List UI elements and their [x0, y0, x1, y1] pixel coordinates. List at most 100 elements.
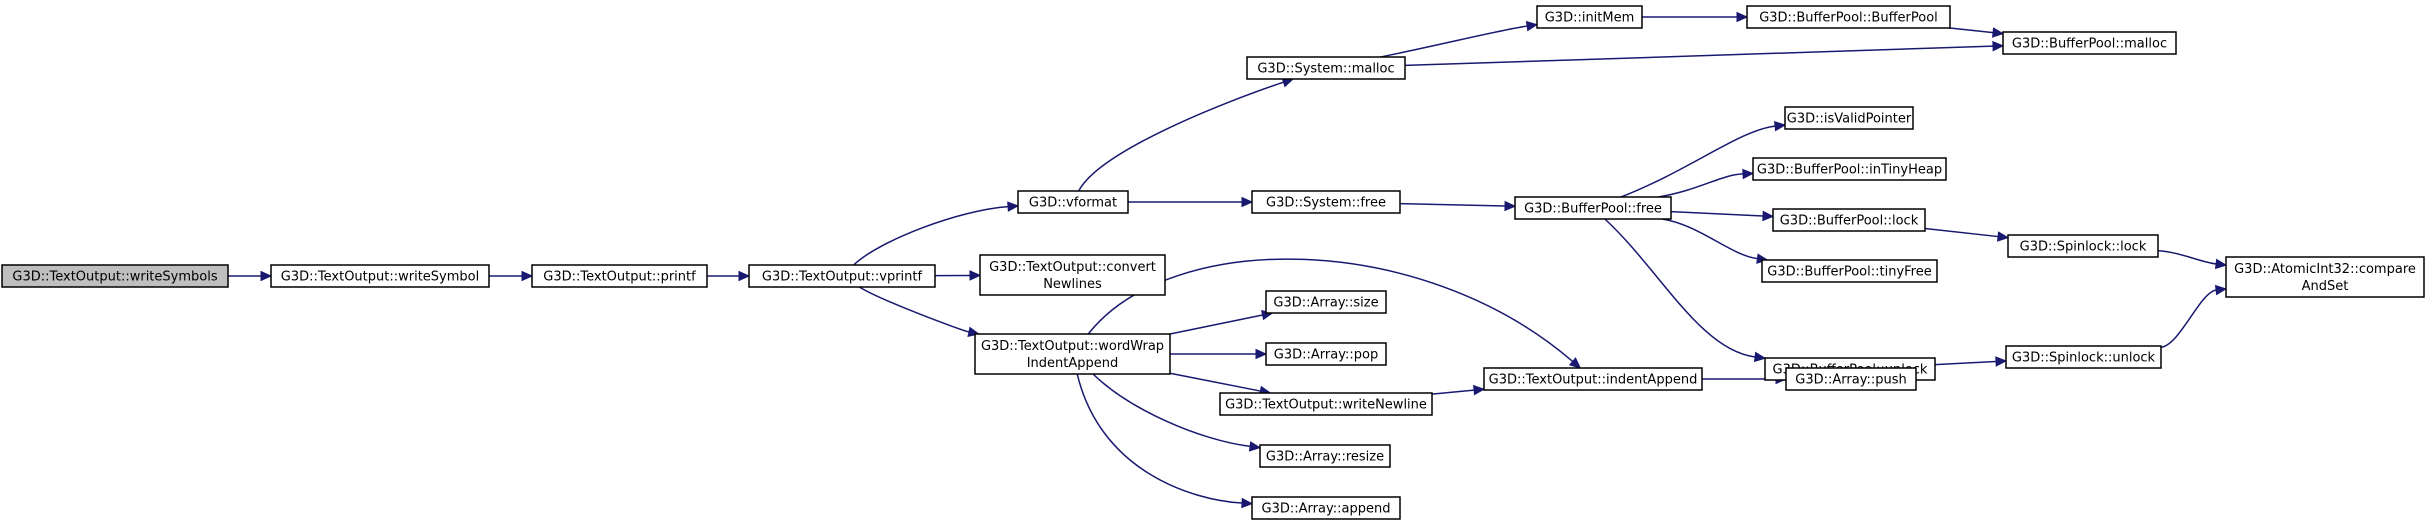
edge-line — [1924, 227, 1999, 238]
node-write-symbol[interactable]: G3D::TextOutput::writeSymbol — [270, 264, 490, 288]
node-in-tiny-heap[interactable]: G3D::BufferPool::inTinyHeap — [1752, 157, 1947, 181]
arrowhead — [1007, 201, 1020, 212]
call-edge — [1078, 77, 1295, 192]
node-vprintf[interactable]: G3D::TextOutput::vprintf — [748, 264, 936, 288]
node-label: G3D::initMem — [1545, 11, 1635, 26]
node-label: G3D::Array::pop — [1274, 348, 1378, 363]
arrowhead — [738, 270, 751, 282]
node-box — [974, 333, 1171, 375]
edge-line — [1078, 81, 1284, 192]
node-box — [1752, 157, 1947, 181]
node-array-pop[interactable]: G3D::Array::pop — [1265, 342, 1387, 366]
node-box — [2007, 234, 2159, 258]
node-box — [1483, 367, 1703, 391]
node-label: IndentAppend — [1027, 356, 1119, 371]
node-box — [1265, 342, 1387, 366]
call-edge — [1092, 373, 1262, 452]
node-label: G3D::Array::resize — [1266, 450, 1384, 465]
edge-line — [1169, 314, 1263, 335]
node-label: G3D::BufferPool::BufferPool — [1759, 11, 1938, 26]
call-edge — [1076, 373, 1254, 509]
node-init-mem[interactable]: G3D::initMem — [1536, 5, 1643, 29]
node-box — [1246, 56, 1406, 80]
node-array-append[interactable]: G3D::Array::append — [1251, 496, 1401, 520]
node-sl-unlock[interactable]: G3D::Spinlock::unlock — [2005, 345, 2162, 369]
node-box — [1017, 190, 1129, 214]
node-label: G3D::System::free — [1266, 196, 1386, 211]
edge-line — [1380, 25, 1528, 58]
node-box — [979, 254, 1166, 296]
node-label: G3D::AtomicInt32::compare — [2234, 262, 2416, 277]
node-write-newline[interactable]: G3D::TextOutput::writeNewline — [1219, 392, 1433, 416]
node-sys-malloc[interactable]: G3D::System::malloc — [1246, 56, 1406, 80]
node-label: G3D::BufferPool::free — [1524, 202, 1662, 217]
arrowhead — [2214, 258, 2228, 270]
node-box — [2002, 31, 2177, 55]
call-edge — [1662, 218, 1769, 264]
node-label: G3D::BufferPool::lock — [1780, 214, 1919, 229]
call-edge — [853, 201, 1020, 266]
node-bp-ctor[interactable]: G3D::BufferPool::BufferPool — [1746, 5, 1951, 29]
node-label: AndSet — [2302, 279, 2349, 294]
node-label: G3D::TextOutput::writeSymbols — [12, 270, 217, 285]
arrowhead — [1241, 497, 1254, 509]
node-write-symbols[interactable]: G3D::TextOutput::writeSymbols — [1, 264, 229, 288]
call-edge — [228, 270, 273, 282]
node-is-valid-pointer[interactable]: G3D::isValidPointer — [1784, 106, 1914, 130]
edge-line — [1934, 360, 1997, 366]
call-edge — [2157, 249, 2228, 270]
call-edge — [489, 270, 534, 282]
call-edge — [1170, 348, 1268, 360]
call-edge — [1604, 218, 1767, 363]
node-indent-append[interactable]: G3D::TextOutput::indentAppend — [1483, 367, 1703, 391]
edge-line — [1404, 45, 1994, 67]
arrowhead — [1991, 27, 2005, 38]
node-box — [1761, 259, 1938, 283]
call-edge — [1169, 372, 1272, 397]
edge-line — [1076, 373, 1243, 504]
node-box — [1, 264, 229, 288]
node-sl-lock[interactable]: G3D::Spinlock::lock — [2007, 234, 2159, 258]
call-edge — [1087, 258, 1582, 369]
node-bp-lock[interactable]: G3D::BufferPool::lock — [1772, 208, 1926, 232]
call-edge — [1128, 196, 1254, 208]
node-label: G3D::Array::push — [1795, 373, 1906, 388]
arrowhead — [2214, 284, 2228, 296]
node-bp-free[interactable]: G3D::BufferPool::free — [1514, 196, 1672, 220]
node-sys-free[interactable]: G3D::System::free — [1251, 190, 1401, 214]
call-edge — [1620, 120, 1787, 198]
node-vformat[interactable]: G3D::vformat — [1017, 190, 1129, 214]
node-label: G3D::Array::size — [1273, 296, 1378, 311]
node-array-push[interactable]: G3D::Array::push — [1785, 367, 1917, 391]
node-label: G3D::BufferPool::inTinyHeap — [1757, 163, 1942, 178]
edge-line — [859, 286, 970, 333]
edge-line — [1662, 218, 1758, 260]
call-edge — [1399, 200, 1517, 212]
arrowhead — [969, 270, 982, 281]
node-tiny-free[interactable]: G3D::BufferPool::tinyFree — [1761, 259, 1938, 283]
call-edge — [1169, 309, 1274, 335]
arrowhead — [1248, 441, 1262, 452]
node-array-size[interactable]: G3D::Array::size — [1265, 290, 1387, 314]
arrowhead — [1742, 168, 1755, 180]
node-box — [270, 264, 490, 288]
node-printf[interactable]: G3D::TextOutput::printf — [531, 264, 708, 288]
node-bp-malloc[interactable]: G3D::BufferPool::malloc — [2002, 31, 2177, 55]
arrowhead — [1241, 196, 1254, 208]
node-array-resize[interactable]: G3D::Array::resize — [1259, 444, 1391, 468]
node-box — [2225, 256, 2425, 298]
call-edge — [1380, 20, 1539, 58]
node-box — [1219, 392, 1433, 416]
node-label: G3D::TextOutput::convert — [989, 260, 1156, 275]
arrowhead — [1762, 210, 1775, 222]
call-edge — [1934, 356, 2008, 367]
arrowhead — [1255, 348, 1268, 360]
call-edge — [2160, 284, 2228, 349]
arrowhead — [1992, 40, 2005, 52]
edge-line — [1620, 125, 1776, 198]
node-label: G3D::Spinlock::lock — [2020, 240, 2147, 255]
